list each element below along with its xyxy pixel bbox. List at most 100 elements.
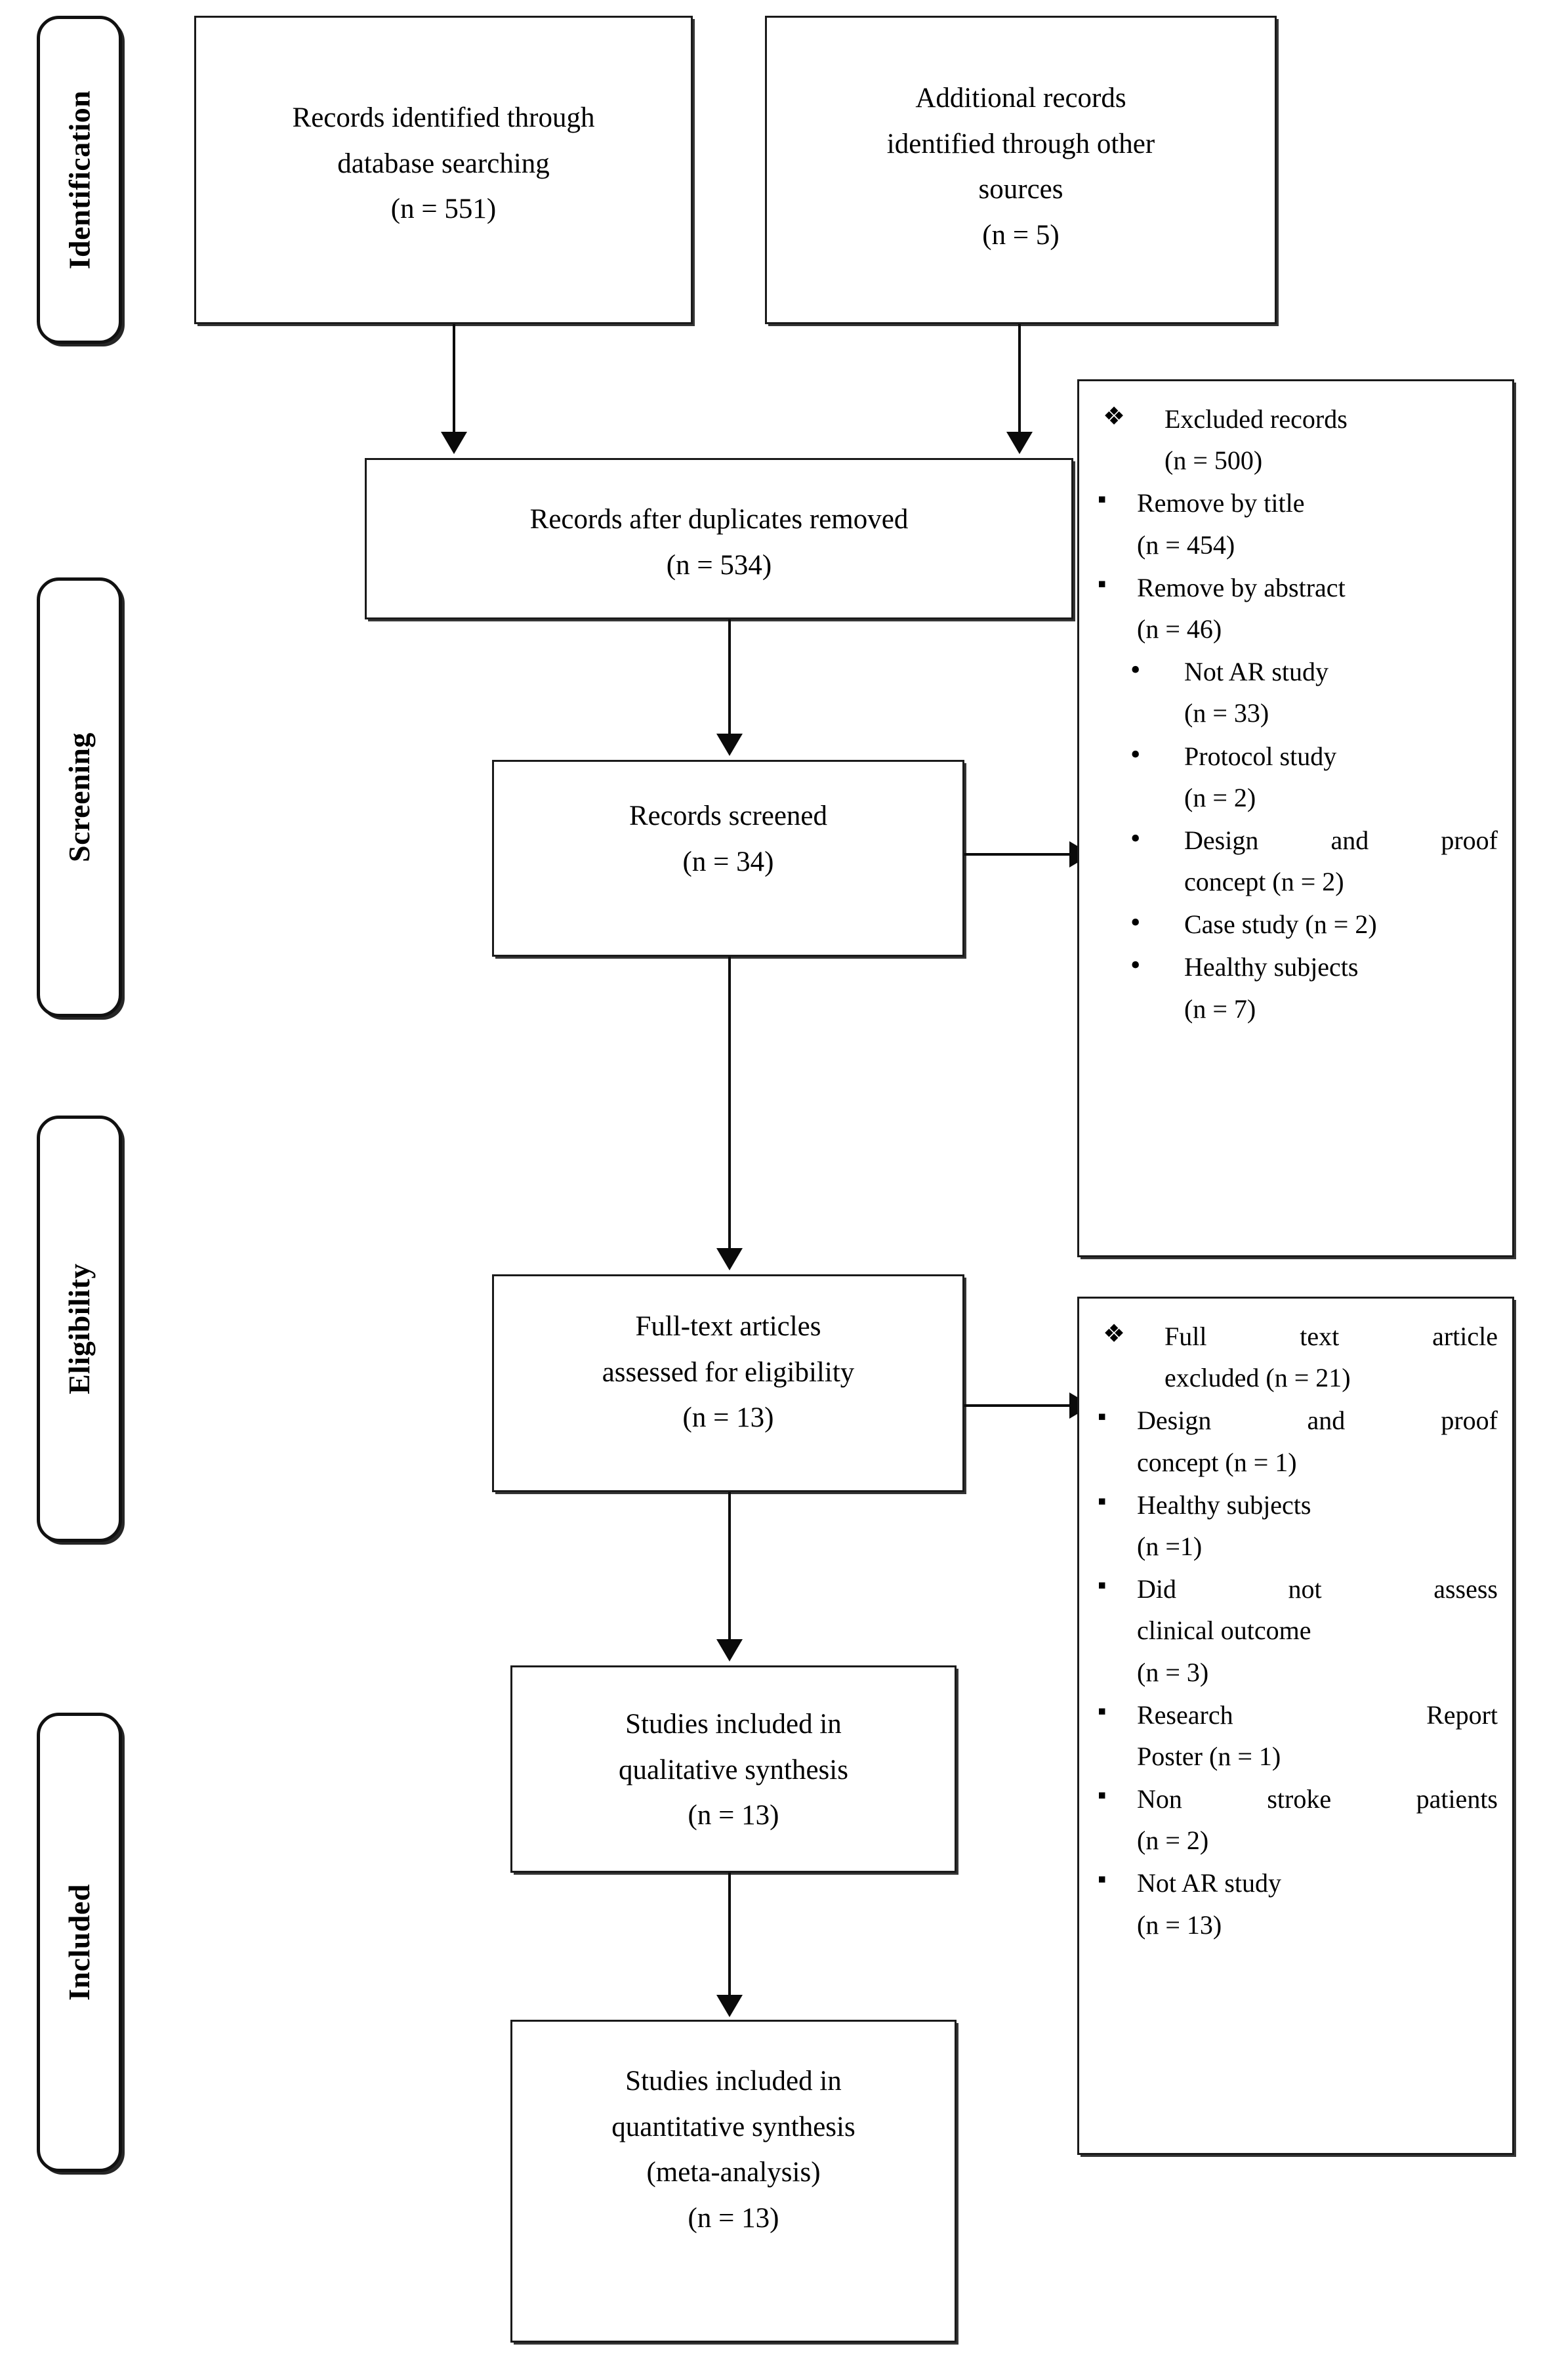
square-bullet-icon: ▪ (1098, 1782, 1107, 1810)
text-line: sources (978, 174, 1063, 205)
list-item: • Design and proof concept (n = 2) (1094, 820, 1498, 902)
list-item-text: concept (n = 1) (1137, 1447, 1297, 1477)
list-item-text: Research Report (1137, 1700, 1498, 1730)
box-additional-records-other-sources: Additional records identified through ot… (765, 16, 1277, 324)
arrowhead-dedup-to-screened (716, 734, 743, 756)
list-item-text: (n = 3) (1137, 1657, 1209, 1687)
text-line: (n = 13) (688, 1800, 779, 1831)
list-item: ▪ Remove by abstract (n = 46) (1094, 567, 1498, 650)
square-bullet-icon: ▪ (1098, 1866, 1107, 1894)
list-item-text: (n = 2) (1184, 782, 1256, 812)
list-item-text: Poster (n = 1) (1137, 1741, 1281, 1771)
text-line: (n = 13) (682, 1402, 774, 1434)
text-line: qualitative synthesis (619, 1754, 848, 1785)
round-bullet-icon: • (1130, 906, 1141, 939)
list-item-text: (n = 454) (1137, 530, 1235, 560)
square-bullet-icon: ▪ (1098, 1697, 1107, 1725)
list-item-text: concept (n = 2) (1184, 867, 1344, 897)
round-bullet-icon: • (1130, 949, 1141, 982)
arrowhead-screened-to-fulltext (716, 1248, 743, 1270)
text-line: identified through other (886, 128, 1155, 159)
list-item: • Not AR study (n = 33) (1094, 651, 1498, 734)
box-studies-quantitative-synthesis: Studies included in quantitative synthes… (510, 2020, 957, 2343)
text-line: quantitative synthesis (611, 2111, 855, 2142)
text-line: (n = 551) (390, 194, 497, 225)
list-item-text: Case study (n = 2) (1184, 909, 1377, 940)
list-item-text: (n = 13) (1137, 1910, 1222, 1940)
text-line: Additional records (915, 83, 1126, 114)
list-item-text: Not AR study (1137, 1868, 1282, 1898)
text-line: Studies included in (625, 2066, 842, 2097)
list-item-text: Full text article (1164, 1322, 1498, 1351)
connector-screened-to-excluded (964, 853, 1077, 856)
square-bullet-icon: ▪ (1098, 486, 1107, 514)
list-item: • Case study (n = 2) (1094, 904, 1498, 945)
text-line: database searching (337, 148, 550, 179)
box-records-after-duplicates-removed: Records after duplicates removed (n = 53… (365, 458, 1073, 619)
box-fulltext-assessed-eligibility: Full-text articles assessed for eligibil… (492, 1274, 964, 1492)
list-item-text: Design and proof (1184, 825, 1498, 855)
connector-other-to-dedup (1018, 324, 1021, 440)
box-studies-quantitative-synthesis-text: Studies included in quantitative synthes… (512, 2058, 955, 2242)
list-item-text: Protocol study (1184, 741, 1337, 771)
list-item-text: excluded (n = 21) (1164, 1363, 1351, 1393)
connector-screened-to-fulltext (728, 957, 731, 1257)
text-line: Records after duplicates removed (529, 504, 909, 535)
box-additional-records-other-sources-text: Additional records identified through ot… (767, 75, 1275, 259)
list-item-text: Not AR study (1184, 657, 1329, 687)
box-records-screened: Records screened (n = 34) (492, 760, 964, 957)
list-item: ▪ Design and proof concept (n = 1) (1094, 1400, 1498, 1482)
list-item-text: (n = 33) (1184, 698, 1269, 728)
list-item-text: Excluded records (1164, 404, 1348, 434)
box-records-identified-database-text: Records identified through database sear… (196, 95, 691, 232)
stage-label-included: Included (37, 1713, 122, 2172)
connector-dedup-to-screened (728, 619, 731, 741)
box-excluded-records-eligibility: ❖ Full text article excluded (n = 21) ▪ … (1077, 1297, 1514, 2155)
stage-label-eligibility: Eligibility (37, 1116, 122, 1542)
text-line: Records screened (628, 801, 828, 831)
list-item: ▪ Non stroke patients (n = 2) (1094, 1778, 1498, 1861)
stage-label-screening-text: Screening (62, 732, 96, 862)
arrowhead-fulltext-to-qualitative (716, 1639, 743, 1661)
stage-label-included-text: Included (62, 1884, 96, 2001)
text-line: (n = 13) (688, 2202, 779, 2234)
list-item-text: (n = 2) (1137, 1826, 1209, 1856)
connector-qualitative-to-quantitative (728, 1873, 731, 2004)
list-item-text: Design and proof (1137, 1406, 1498, 1436)
connector-fulltext-to-qualitative (728, 1492, 731, 1648)
text-line: (n = 34) (682, 846, 774, 877)
round-bullet-icon: • (1130, 822, 1141, 854)
list-item: ❖ Full text article excluded (n = 21) (1094, 1316, 1498, 1398)
list-item: • Healthy subjects (n = 7) (1094, 946, 1498, 1029)
list-item-text: (n = 7) (1184, 993, 1256, 1024)
diamond-cluster-bullet-icon: ❖ (1103, 1320, 1126, 1348)
list-item-text: Healthy subjects (1137, 1490, 1311, 1520)
square-bullet-icon: ▪ (1098, 1403, 1107, 1431)
diamond-cluster-bullet-icon: ❖ (1103, 403, 1126, 430)
text-line: Full-text articles (635, 1311, 821, 1342)
stage-label-identification-text: Identification (62, 90, 96, 270)
square-bullet-icon: ▪ (1098, 1487, 1107, 1515)
stage-label-eligibility-text: Eligibility (62, 1263, 96, 1394)
box-studies-qualitative-synthesis-text: Studies included in qualitative synthesi… (512, 1701, 955, 1839)
list-item-text: clinical outcome (1137, 1616, 1311, 1646)
text-line: (n = 534) (666, 549, 772, 581)
text-line: (n = 5) (982, 219, 1060, 251)
stage-label-identification: Identification (37, 16, 122, 344)
stage-label-screening: Screening (37, 577, 122, 1017)
list-item-text: Healthy subjects (1184, 952, 1359, 982)
list-item-text: (n = 46) (1137, 614, 1222, 644)
list-item-text: (n = 500) (1164, 446, 1263, 476)
square-bullet-icon: ▪ (1098, 1572, 1107, 1600)
box-records-after-duplicates-removed-text: Records after duplicates removed (n = 53… (367, 497, 1071, 588)
box-studies-qualitative-synthesis: Studies included in qualitative synthesi… (510, 1665, 957, 1873)
arrowhead-other-to-dedup (1006, 432, 1033, 454)
list-item: ▪ Not AR study (n = 13) (1094, 1862, 1498, 1945)
list-item-text: Remove by abstract (1137, 572, 1346, 602)
connector-db-to-dedup (453, 324, 455, 440)
box-records-identified-database: Records identified through database sear… (194, 16, 693, 324)
list-item: ❖ Excluded records (n = 500) (1094, 398, 1498, 481)
box-fulltext-assessed-eligibility-text: Full-text articles assessed for eligibil… (494, 1304, 962, 1441)
arrowhead-db-to-dedup (441, 432, 467, 454)
